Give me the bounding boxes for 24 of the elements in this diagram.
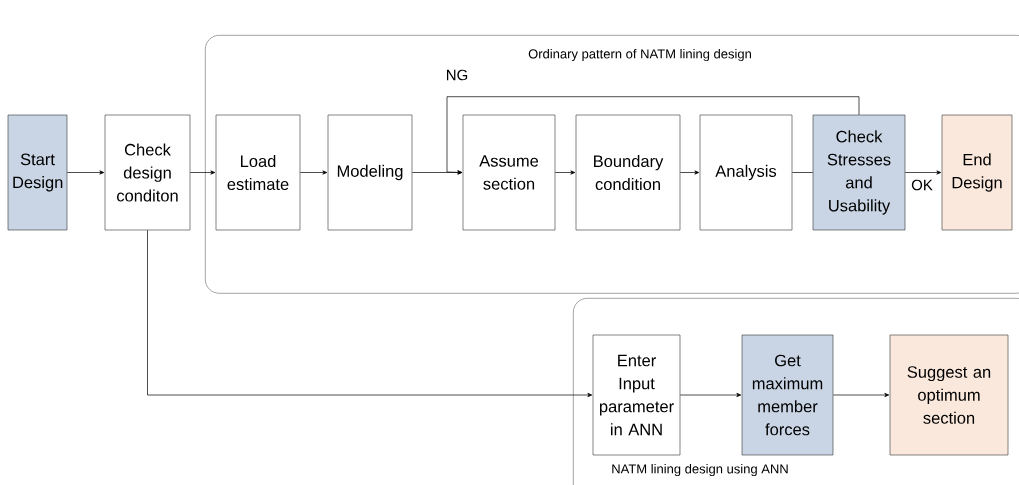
arrow [832, 392, 890, 398]
arrow [904, 170, 942, 175]
edge-label: NG [444, 68, 470, 82]
process-box: Check design conditon [104, 114, 191, 231]
process-box: Assume section [462, 114, 556, 231]
process-box: Analysis [699, 114, 793, 231]
edge-label: OK [910, 178, 934, 192]
process-box: Get maximum member forces [741, 334, 834, 456]
process-box: Enter Input parameter in ANN [592, 334, 681, 456]
arrow [679, 392, 742, 398]
process-box: Modeling [327, 114, 413, 231]
arrow [679, 170, 700, 175]
process-box: Suggest an optimum section [889, 334, 1009, 456]
arrow [446, 96, 860, 175]
process-box: Load estimate [215, 114, 301, 231]
process-box: Check Stresses and Usability [812, 114, 906, 231]
arrow [554, 170, 576, 175]
process-box: End Design [941, 114, 1013, 231]
arrow [299, 170, 328, 175]
arrow [66, 170, 105, 175]
arrow [147, 229, 593, 398]
process-box: Start Design [7, 114, 68, 231]
process-box: Boundary condition [575, 114, 681, 231]
arrow [189, 170, 216, 175]
